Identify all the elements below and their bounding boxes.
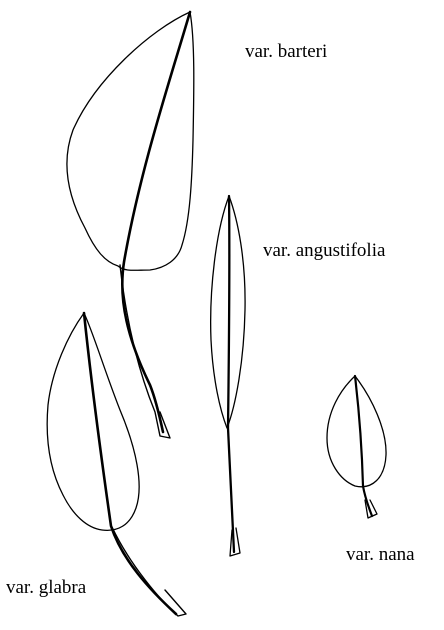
label-var-nana: var. nana [346,545,415,564]
leaf-barteri [67,12,194,438]
leaf-barteri-petiole [120,265,170,438]
leaf-barteri-midrib [122,12,190,432]
label-var-glabra: var. glabra [6,578,86,597]
leaf-angustifolia [211,196,245,556]
leaf-glabra-petiole [112,527,186,616]
leaf-glabra [47,313,186,616]
leaf-angustifolia-midrib [228,196,234,552]
leaf-glabra-midrib [84,313,176,614]
label-var-angustifolia: var. angustifolia [263,241,385,260]
label-var-barteri: var. barteri [245,42,327,61]
leaf-nana [327,376,386,518]
leaf-glabra-blade [47,313,139,530]
